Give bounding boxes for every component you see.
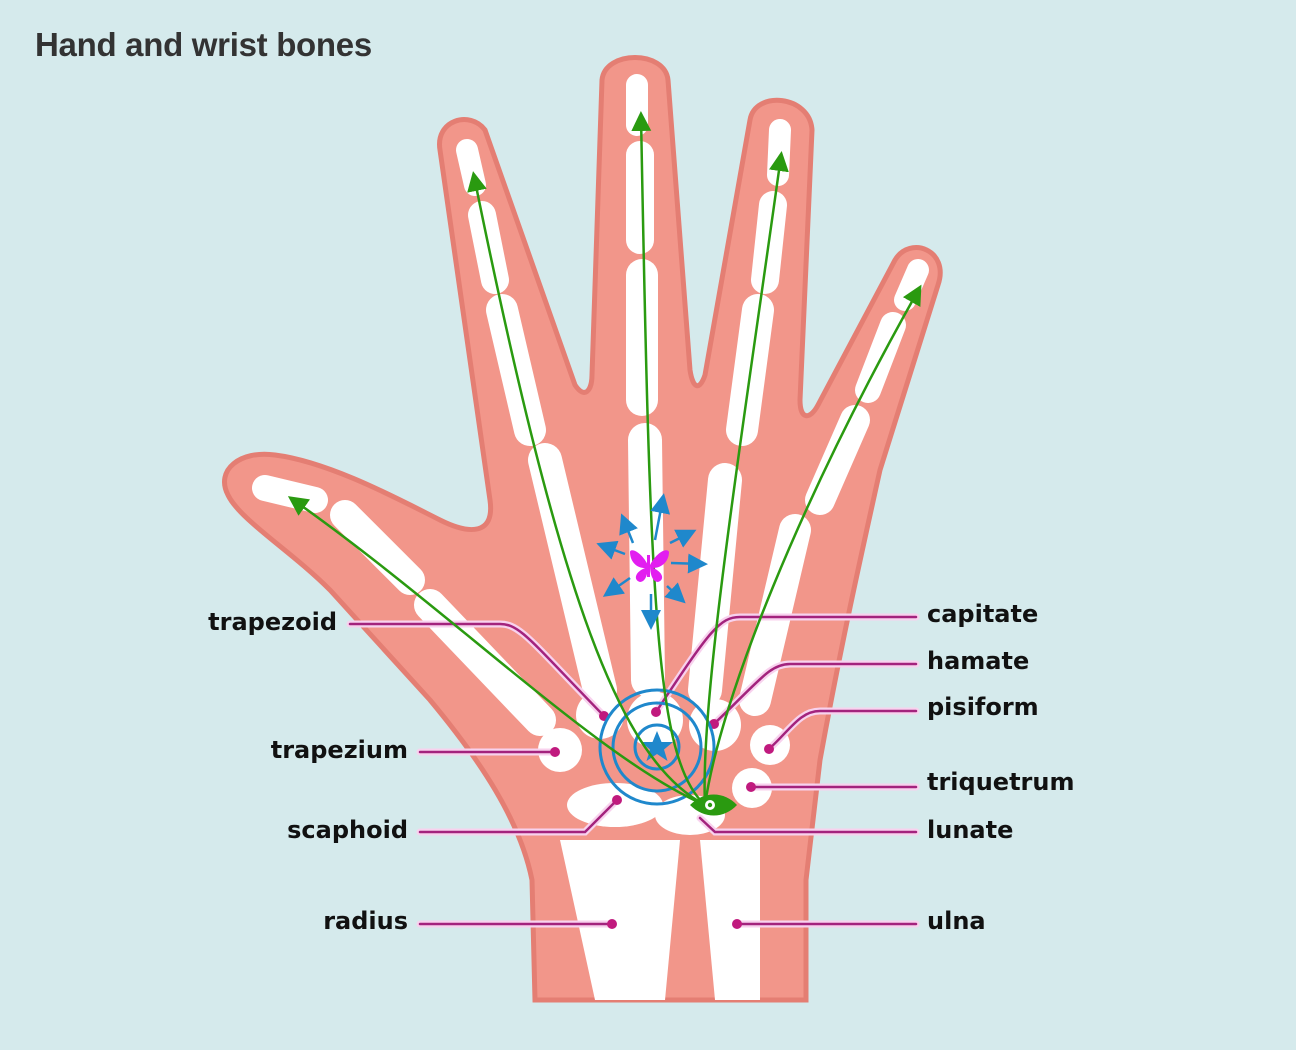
- label-radius: radius: [323, 907, 408, 935]
- target-circles: [598, 688, 716, 806]
- eye-icon: [690, 794, 737, 816]
- label-scaphoid: scaphoid: [287, 816, 408, 844]
- label-ulna: ulna: [927, 907, 986, 935]
- label-trapezoid: trapezoid: [208, 608, 337, 636]
- butterfly-icon: [630, 550, 669, 582]
- label-pisiform: pisiform: [927, 693, 1039, 721]
- label-triquetrum: triquetrum: [927, 768, 1074, 796]
- diagram-title: Hand and wrist bones: [35, 26, 372, 63]
- radiating-arrows: [596, 493, 708, 630]
- label-trapezium: trapezium: [271, 736, 408, 764]
- label-lunate: lunate: [927, 816, 1013, 844]
- labels-right: capitate hamate pisiform triquetrum luna…: [927, 600, 1074, 935]
- leader-lines: [346, 613, 920, 929]
- label-capitate: capitate: [927, 600, 1038, 628]
- labels-left: trapezoid trapezium scaphoid radius: [208, 608, 408, 935]
- label-hamate: hamate: [927, 647, 1029, 675]
